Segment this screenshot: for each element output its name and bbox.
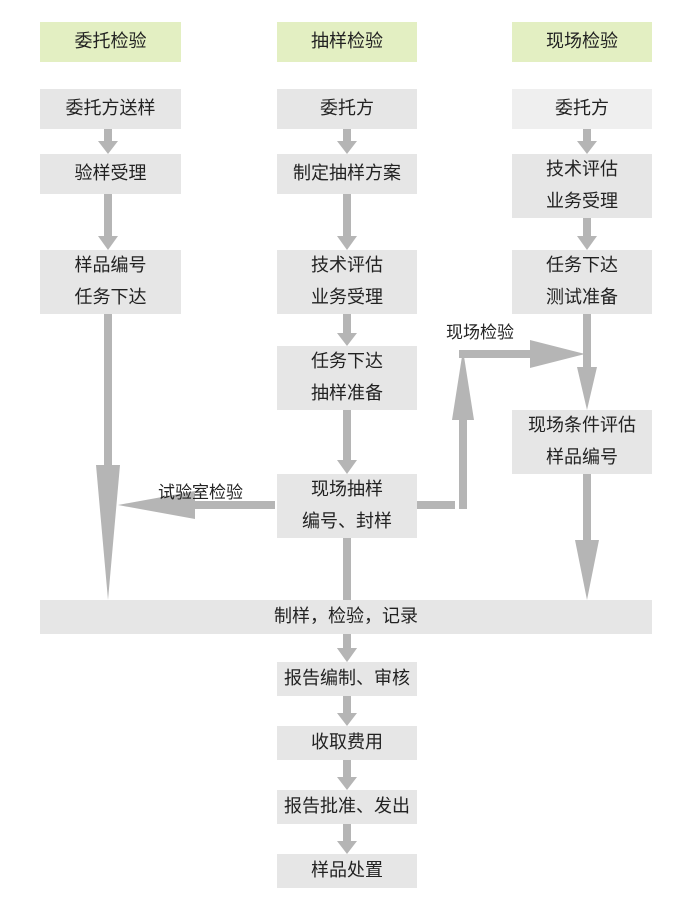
col2-step5-line1: 现场抽样 xyxy=(311,479,383,500)
col1-step2-text: 验样受理 xyxy=(74,163,147,184)
col2-step3-line1: 技术评估 xyxy=(311,255,383,276)
col2-step1-text: 委托方 xyxy=(320,98,374,119)
col3-step2: 技术评估业务受理 xyxy=(512,154,652,218)
col3-step1-text: 委托方 xyxy=(555,98,609,119)
col3-step2-line2: 业务受理 xyxy=(546,191,618,212)
col3-header: 现场检验 xyxy=(512,22,652,62)
bottom-step-2: 收取费用 xyxy=(277,726,417,760)
arrow-c2-1 xyxy=(337,129,357,154)
col2-step2-text: 制定抽样方案 xyxy=(293,163,401,184)
col1-step3-line1: 样品编号 xyxy=(74,255,147,276)
col2-step4-line2: 抽样准备 xyxy=(311,383,383,404)
col3-step1: 委托方 xyxy=(512,89,652,129)
col2-header-text: 抽样检验 xyxy=(311,31,383,52)
arrow-c2-3 xyxy=(337,314,357,346)
arrow-c2-4 xyxy=(337,410,357,474)
arrow-c3-1 xyxy=(577,129,597,154)
arrow-c3-4 xyxy=(575,474,599,600)
col2-step3-line2: 业务受理 xyxy=(311,287,383,308)
col3-step4-line1: 现场条件评估 xyxy=(528,415,636,436)
col2-header: 抽样检验 xyxy=(277,22,417,62)
arrow-c3-3 xyxy=(577,314,597,410)
arrow-c3-2 xyxy=(577,218,597,250)
bottom-step-4: 样品处置 xyxy=(277,854,417,888)
col3-step3-line2: 测试准备 xyxy=(546,287,618,308)
arrow-c2-2 xyxy=(337,194,357,250)
arrow-lab xyxy=(118,491,275,519)
col1-step3-line2: 任务下达 xyxy=(74,287,147,308)
col3-step3: 任务下达测试准备 xyxy=(512,250,652,314)
col2-step4-line1: 任务下达 xyxy=(311,351,383,372)
bottom-step-1-text: 报告编制、审核 xyxy=(284,668,410,689)
arrow-b4 xyxy=(337,824,357,854)
merge-bar: 制样，检验，记录 xyxy=(40,600,652,634)
arrow-field-2 xyxy=(452,350,474,509)
col3-header-text: 现场检验 xyxy=(546,31,618,52)
arrow-b1 xyxy=(337,634,357,662)
bottom-step-3-text: 报告批准、发出 xyxy=(284,796,410,817)
col1-step1-text: 委托方送样 xyxy=(65,98,156,119)
col3-step2-line1: 技术评估 xyxy=(546,159,618,180)
field-test-label: 现场检验 xyxy=(446,323,514,343)
bottom-step-2-text: 收取费用 xyxy=(311,732,383,753)
col3-step4: 现场条件评估样品编号 xyxy=(512,410,652,474)
col2-step1: 委托方 xyxy=(277,89,417,129)
arrow-c1-3 xyxy=(96,314,120,600)
bottom-step-4-text: 样品处置 xyxy=(311,860,383,881)
col2-step5-line2: 编号、封样 xyxy=(302,511,392,532)
arrow-b2 xyxy=(337,696,357,726)
col3-step4-line2: 样品编号 xyxy=(546,447,618,468)
merge-bar-text: 制样，检验，记录 xyxy=(274,606,418,627)
col2-step4: 任务下达抽样准备 xyxy=(277,346,417,410)
col1-header-text: 委托检验 xyxy=(74,31,147,52)
col1-step1: 委托方送样 xyxy=(40,89,181,129)
arrow-field-1 xyxy=(417,501,455,509)
col1-header: 委托检验 xyxy=(40,22,181,62)
col1-step3: 样品编号任务下达 xyxy=(40,250,181,314)
arrow-field-3 xyxy=(459,340,585,368)
col2-step3: 技术评估业务受理 xyxy=(277,250,417,314)
col2-step2: 制定抽样方案 xyxy=(277,154,417,194)
lab-test-label: 试验室检验 xyxy=(158,483,243,503)
col1-step2: 验样受理 xyxy=(40,154,181,194)
arrow-c1-1 xyxy=(98,129,118,154)
col3-step3-line1: 任务下达 xyxy=(546,255,618,276)
col2-step5: 现场抽样编号、封样 xyxy=(277,474,417,538)
bottom-step-1: 报告编制、审核 xyxy=(277,662,417,696)
bottom-step-3: 报告批准、发出 xyxy=(277,790,417,824)
arrow-b3 xyxy=(337,760,357,790)
arrow-c1-2 xyxy=(98,194,118,250)
